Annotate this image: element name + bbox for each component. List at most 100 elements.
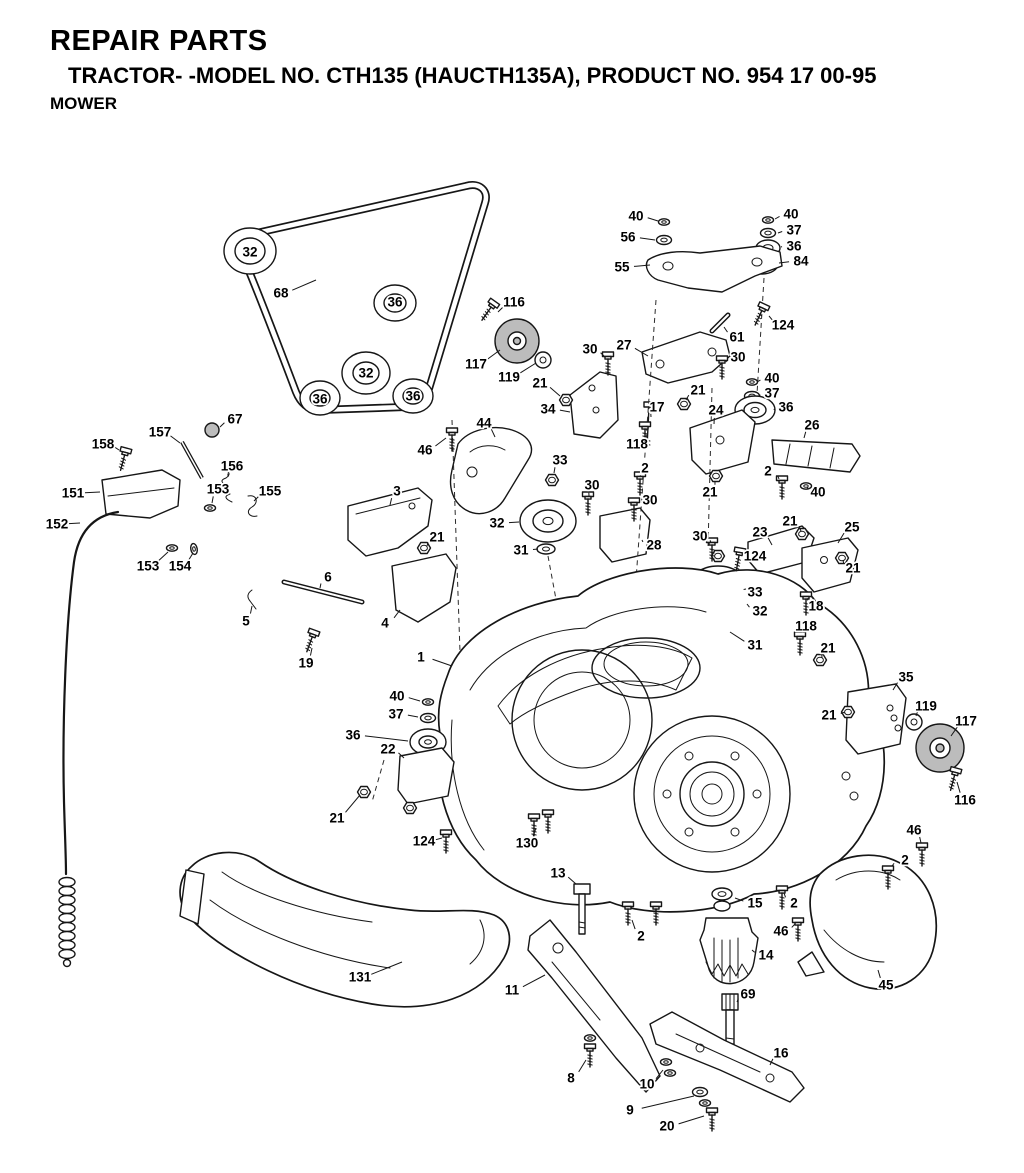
page-title: REPAIR PARTS — [50, 25, 268, 57]
part-number-label: 21 — [782, 514, 798, 529]
callout-leader-line — [253, 494, 261, 502]
part-number-label: 24 — [708, 403, 724, 418]
callout-leader-line — [678, 1115, 705, 1125]
callout-leader-line — [769, 1058, 774, 1066]
callout-leader-line — [777, 231, 783, 234]
part-number-label: 155 — [259, 484, 282, 499]
rod-157 — [180, 441, 204, 479]
callout-leader-line — [631, 919, 636, 930]
callout-leader-line — [389, 498, 393, 506]
part-number-label: 55 — [614, 260, 630, 275]
bracket-4 — [391, 553, 457, 623]
bracket-151 — [101, 469, 181, 519]
discharge-chute — [179, 851, 511, 1008]
washers-15 — [711, 887, 733, 912]
part-number-label: 3 — [393, 484, 401, 499]
part-number-label: 17 — [649, 400, 664, 415]
part-number-label: 28 — [646, 538, 662, 553]
part-number-label: 117 — [955, 714, 977, 729]
part-number-label: 45 — [878, 978, 894, 993]
part-number-label: 13 — [550, 866, 566, 881]
callout-leader-line — [408, 697, 421, 702]
part-number-label: 20 — [659, 1119, 674, 1134]
callout-leader-line — [767, 537, 773, 546]
callout-leader-line — [743, 552, 745, 555]
callout-leader-line — [426, 542, 429, 547]
part-number-label: 21 — [821, 708, 837, 723]
part-number-label: 30 — [582, 342, 597, 357]
part-number-label: 84 — [793, 254, 809, 269]
callout-leader-line — [188, 552, 194, 561]
part-number-label: 67 — [227, 412, 242, 427]
callout-leader-line — [157, 551, 169, 562]
pulley-36-right — [392, 378, 434, 414]
part-number-label: 119 — [498, 370, 520, 385]
callout-leader-line — [950, 726, 958, 737]
callout-leader-line — [84, 491, 101, 494]
knob-67 — [204, 422, 220, 438]
callout-leader-line — [219, 422, 225, 428]
bracket-25 — [801, 537, 859, 593]
callout-leader-line — [364, 735, 409, 742]
part-number-label: 30 — [692, 529, 707, 544]
callout-leader-line — [956, 781, 961, 793]
callout-leader-line — [655, 1069, 664, 1080]
part-number-label: 18 — [808, 599, 824, 614]
callout-leader-line — [393, 609, 401, 619]
part-number-label: 1 — [417, 650, 425, 665]
callout-leader-line — [778, 261, 790, 264]
part-number-label: 154 — [169, 559, 192, 574]
part-number-label: 36 — [345, 728, 361, 743]
callout-leader-line — [915, 711, 918, 717]
part-number-label: 40 — [810, 485, 825, 500]
part-number-label: 2 — [637, 929, 645, 944]
part-number-label: 35 — [898, 670, 914, 685]
part-number-label: 26 — [804, 418, 820, 433]
part-number-label: 23 — [752, 525, 768, 540]
callout-leader-line — [725, 359, 728, 363]
callout-leader-line — [756, 379, 761, 383]
callout-leader-line — [398, 752, 405, 759]
callout-leader-line — [435, 437, 447, 447]
flat-idler-right — [905, 713, 965, 773]
front-link-brackets — [247, 487, 457, 623]
callout-leader-line — [842, 559, 845, 564]
part-number-label: 40 — [764, 371, 779, 386]
part-number-label: 10 — [639, 1077, 654, 1092]
callout-leader-line — [734, 897, 744, 902]
part-number-label: 130 — [516, 836, 539, 851]
callout-leader-line — [68, 522, 81, 525]
callout-leader-line — [639, 475, 642, 478]
callout-leader-line — [806, 486, 809, 489]
clutch-cable-assembly — [58, 422, 258, 968]
callout-leader-line — [371, 961, 403, 975]
part-number-label: 156 — [221, 459, 244, 474]
engine-pulley-32 — [223, 227, 277, 275]
part-number-label: 21 — [702, 485, 718, 500]
blade-11 — [527, 919, 661, 1093]
callout-leader-line — [532, 827, 537, 837]
part-number-label: 22 — [380, 742, 395, 757]
part-number-label: 40 — [389, 689, 404, 704]
callout-leader-line — [519, 362, 537, 374]
callout-leader-line — [919, 836, 922, 844]
part-number-label: 44 — [476, 416, 492, 431]
idler-hardware-left — [397, 698, 455, 805]
callout-leader-line — [647, 217, 659, 222]
part-number-label: 34 — [540, 402, 556, 417]
bracket-3 — [347, 487, 433, 557]
part-number-label: 21 — [429, 530, 445, 545]
deflector-cover — [797, 854, 938, 990]
part-number-label: 19 — [298, 656, 313, 671]
part-number-label: 31 — [513, 543, 529, 558]
callout-leader-line — [490, 429, 496, 438]
part-number-label: 117 — [465, 357, 487, 372]
pin-5 — [247, 589, 257, 610]
callout-leader-line — [840, 711, 846, 714]
bracket-34 — [569, 371, 619, 439]
callout-leader-line — [309, 647, 313, 656]
part-number-label: 69 — [740, 987, 755, 1002]
page-header: REPAIR PARTS TRACTOR- -MODEL NO. CTH135 … — [50, 25, 876, 114]
callout-leader-line — [497, 305, 505, 313]
callout-leader-line — [891, 863, 895, 867]
